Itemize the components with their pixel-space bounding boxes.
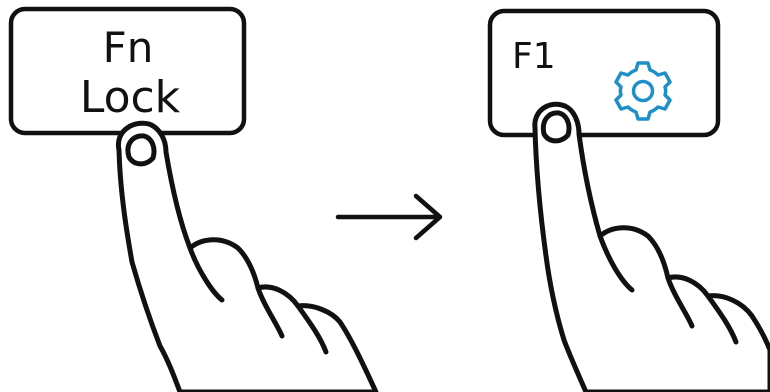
pressing-hand-2 [535, 104, 770, 392]
pressing-hand-1 [118, 123, 376, 392]
step-2-f1: F1 [490, 11, 770, 392]
hand-2-outline [535, 104, 770, 392]
step-1-fn-lock: Fn Lock [11, 9, 376, 392]
fn-lock-key-label-line1: Fn [103, 23, 154, 72]
f1-key-label: F1 [512, 36, 556, 77]
arrow-right-icon [338, 196, 440, 238]
fn-lock-key-label-line2: Lock [80, 72, 181, 123]
hand-1-outline [118, 123, 376, 392]
